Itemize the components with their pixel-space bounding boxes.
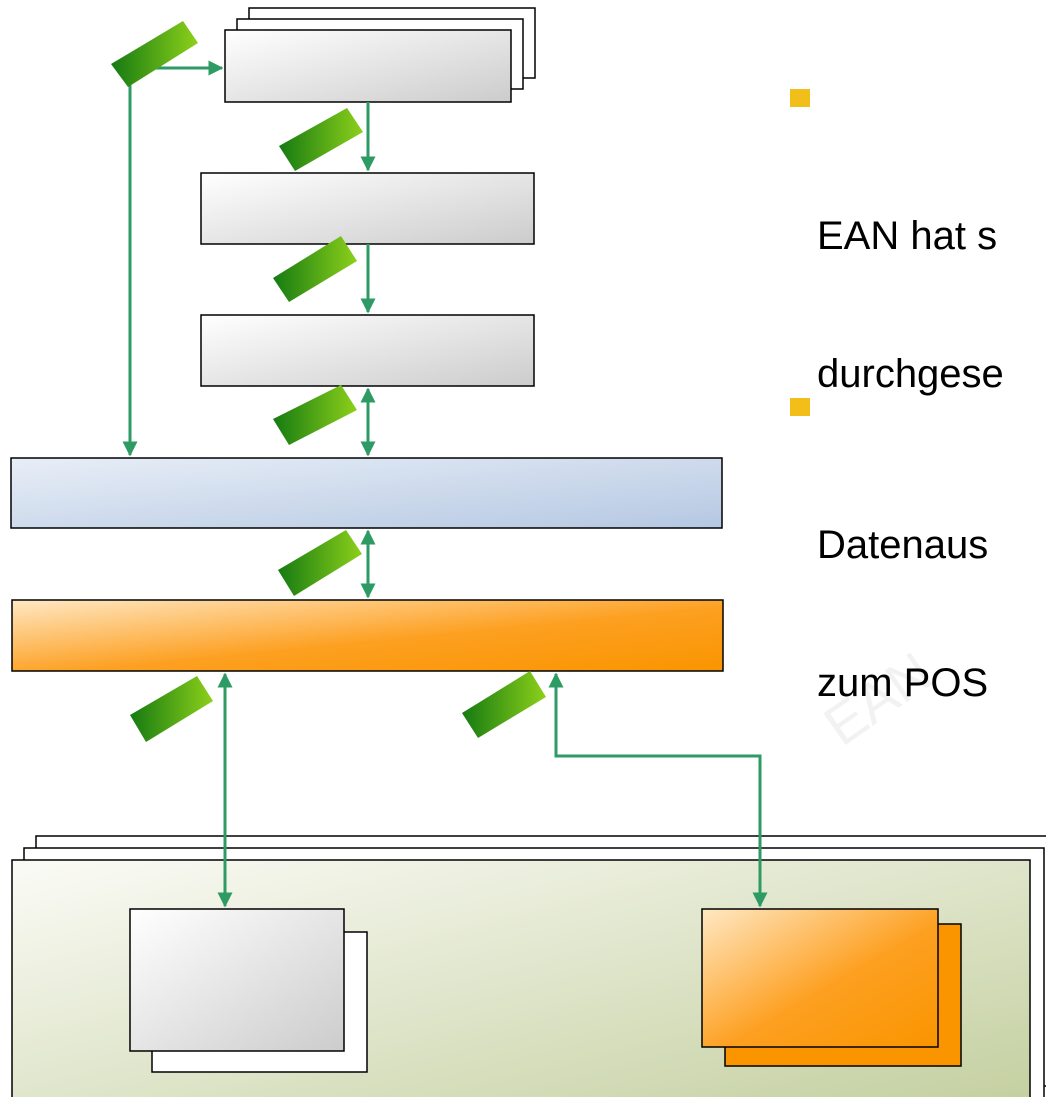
bullet-item-1: EAN hat s durchgese [790, 75, 1004, 443]
connector-tag-icon [279, 108, 363, 171]
connector-tag-icon [273, 236, 357, 302]
bullet-text-line: Datenaus [817, 523, 989, 567]
orange-system-bar [11, 599, 724, 672]
connector-tag-icon [278, 530, 362, 596]
arrow-icon [548, 672, 768, 908]
bullet-text-line: durchgese [817, 352, 1004, 396]
bullet-text-line: zum POS [817, 661, 989, 705]
middle-system-box-1 [200, 172, 535, 245]
blue-system-bar [10, 457, 723, 529]
connector-tags [111, 21, 546, 742]
pos-orange-box-stack [701, 908, 962, 1067]
connector-tag-icon [462, 671, 546, 738]
connector-tag-icon [130, 676, 213, 742]
connector-tag-icon [111, 21, 198, 87]
bullet-square-icon [790, 398, 810, 416]
bullet-text-line: EAN hat s [817, 214, 998, 258]
bullet-square-icon [790, 89, 810, 107]
pos-gray-box-stack [129, 908, 368, 1073]
connector-tag-icon [273, 385, 357, 445]
top-system-stack [224, 7, 536, 103]
middle-system-box-2 [200, 314, 535, 387]
bullet-item-2: Datenaus zum POS [790, 384, 988, 752]
